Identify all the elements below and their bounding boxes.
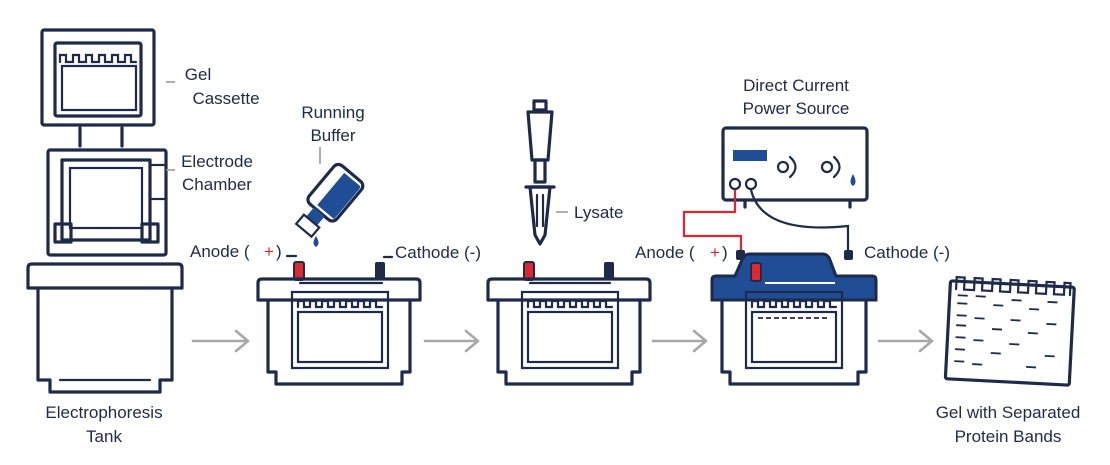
cathode-label-2: Cathode (-) <box>864 243 950 262</box>
anode-close-2: ) <box>722 243 728 262</box>
running-label: Running <box>301 103 364 122</box>
stage2-tank <box>256 261 422 386</box>
electrode-label: Electrode <box>181 152 253 171</box>
buffer-bottle-icon <box>294 162 365 239</box>
anode-label-2: Anode ( <box>635 243 695 262</box>
power-source-icon <box>721 126 869 209</box>
anode-plus-1: + <box>264 242 274 261</box>
black-lead-wire <box>749 189 850 252</box>
electrophoresis-tank-icon <box>26 262 184 394</box>
arrow-right-icon <box>423 329 480 353</box>
lysate-label: Lysate <box>574 203 623 222</box>
gel-label: Gel <box>185 65 211 84</box>
cathode-label-1: Cathode (-) <box>395 243 481 262</box>
anode-plus-2: + <box>710 243 720 262</box>
tank-label: Tank <box>86 427 122 446</box>
anode-close-1: ) <box>276 242 282 261</box>
power-source-label: Power Source <box>743 99 850 118</box>
red-lead-wire <box>682 190 743 258</box>
buffer-label: Buffer <box>310 126 355 145</box>
gel-cassette-icon <box>40 28 156 127</box>
protein-bands-label: Protein Bands <box>955 427 1062 446</box>
electrophoresis-label: Electrophoresis <box>45 403 162 422</box>
chamber-label: Chamber <box>182 175 252 194</box>
gel-with-separated-label: Gel with Separated <box>936 403 1081 422</box>
pipette-icon <box>524 99 556 246</box>
stage4-tank <box>710 250 878 386</box>
stage3-tank <box>486 261 652 386</box>
direct-current-label: Direct Current <box>743 76 849 95</box>
arrow-right-icon <box>877 329 934 353</box>
buffer-drop-icon <box>313 236 319 247</box>
protein-gel-icon <box>943 275 1076 387</box>
anode-label-1: Anode ( <box>190 242 250 261</box>
cassette-label: Cassette <box>192 89 259 108</box>
arrow-right-icon <box>651 329 708 353</box>
arrow-right-icon <box>191 329 250 353</box>
electrode-chamber-icon <box>46 126 168 257</box>
